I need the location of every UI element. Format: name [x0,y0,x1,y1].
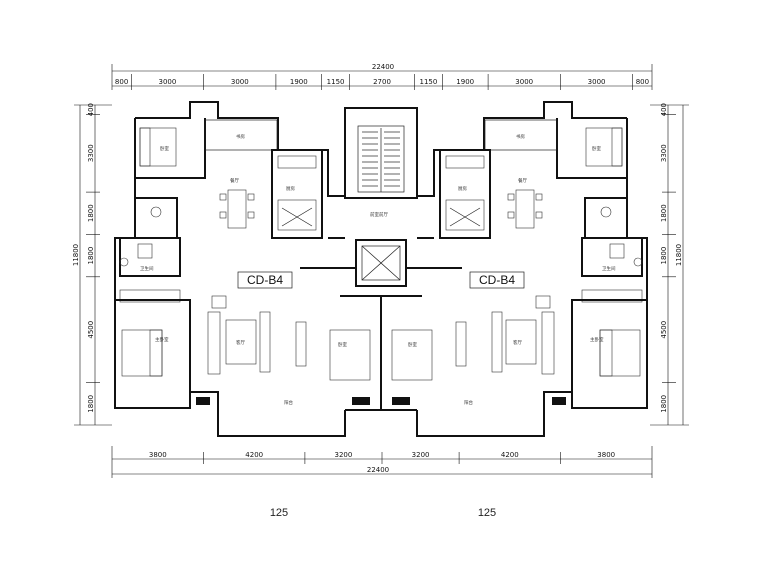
right-master-label: 主卧室 [590,336,604,343]
left-bedroom2-label: 卧室 [338,341,347,348]
core-lobby-label: 前室前厅 [370,211,388,218]
left-balcony-label: 阳台 [284,399,293,406]
left-unit-interior: 卧室 书房 厨房 餐厅 卫生间 主卧室 客 [115,118,371,406]
top-dim-seg-label: 3000 [588,78,606,86]
left-study-label: 书房 [236,133,245,140]
unit-label-right: CD-B4 [479,273,515,287]
left-dim-seg-label: 4500 [87,321,95,339]
left-master-label: 主卧室 [155,336,169,343]
right-unit-interior: 卧室 书房 厨房 餐厅 卫生间 主卧室 客厅 卧室 阳台 [391,118,647,406]
bottom-dim-seg-label: 3800 [149,451,167,459]
left-kitchen-label: 厨房 [286,185,295,192]
right-study-label: 书房 [516,133,525,140]
left-dim-seg-label: 1800 [87,204,95,222]
top-dim-seg-label: 3000 [158,78,176,86]
right-balcony-label: 阳台 [464,399,473,406]
bottom-dimension-chain: 22400 3800 4200 3200 3200 4200 3800 [111,446,653,478]
left-living-label: 客厅 [236,339,245,346]
bottom-total-dim: 22400 [367,466,389,474]
right-total-dim: 11800 [675,244,683,266]
left-dimension-chain: 11800 400 3300 1800 1800 4500 1800 [72,103,112,426]
right-dim-seg-label: 400 [660,103,668,116]
caption-left-area: 125 [270,507,288,519]
right-bedroom-label: 卧室 [592,145,601,152]
caption-right-area: 125 [478,507,496,519]
right-dim-seg-label: 4500 [660,321,668,339]
top-dim-seg-label: 1150 [419,78,437,86]
right-dim-seg-label: 1800 [660,247,668,265]
right-kitchen-label: 厨房 [458,185,467,192]
unit-labels: CD-B4 CD-B4 [237,271,525,289]
top-dim-seg-label: 1150 [327,78,345,86]
bottom-dim-seg-label: 3200 [334,451,352,459]
right-dining-label: 餐厅 [518,177,527,184]
right-dim-seg-label: 1800 [660,395,668,413]
right-bedroom2-label: 卧室 [408,341,417,348]
right-dim-seg-label: 1800 [660,204,668,222]
top-dim-seg-label: 2700 [373,78,391,86]
right-dim-seg-label: 3300 [660,144,668,162]
top-dim-seg-label: 800 [115,78,128,86]
unit-label-left: CD-B4 [247,273,283,287]
top-dim-seg-label: 3000 [515,78,533,86]
left-bath-label: 卫生间 [140,265,154,272]
left-total-dim: 11800 [72,244,80,266]
left-dim-seg-label: 3300 [87,144,95,162]
right-living-label: 客厅 [513,339,522,346]
building-outline [114,101,648,437]
top-dim-seg-label: 800 [636,78,649,86]
top-dim-seg-label: 1900 [456,78,474,86]
left-dim-seg-label: 400 [87,103,95,116]
right-bath-label: 卫生间 [602,265,616,272]
bottom-dim-seg-label: 4200 [245,451,263,459]
left-dim-seg-label: 1800 [87,247,95,265]
right-dimension-chain: 11800 400 3300 1800 1800 4500 1800 [650,103,689,426]
bottom-dim-seg-label: 3800 [597,451,615,459]
left-dim-seg-label: 1800 [87,395,95,413]
left-dining-label: 餐厅 [230,177,239,184]
top-dimension-chain: 22400 800 3000 3000 1900 1150 2700 1150 1900 300… [111,63,653,90]
top-dim-seg-label: 1900 [290,78,308,86]
left-bedroom-label: 卧室 [160,145,169,152]
top-dim-seg-label: 3000 [231,78,249,86]
bottom-dim-seg-label: 4200 [501,451,519,459]
bottom-dim-seg-label: 3200 [412,451,430,459]
top-total-dim: 22400 [372,63,394,71]
